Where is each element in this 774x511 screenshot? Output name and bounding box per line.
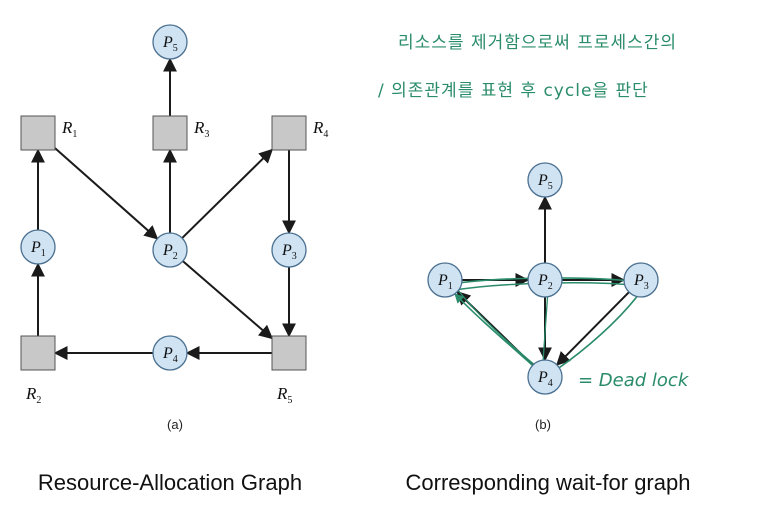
right-sublabel: (b) bbox=[535, 417, 551, 432]
left-process-p4: P4 bbox=[152, 335, 188, 371]
left-process-node-p1 bbox=[20, 229, 56, 265]
right-process-p1: P1 bbox=[427, 262, 463, 298]
right-process-node-p4 bbox=[527, 359, 563, 395]
right-process-node-p5 bbox=[527, 162, 563, 198]
left-resource-label-r3: R3 bbox=[193, 118, 209, 140]
annotation-deadlock: = Dead lock bbox=[578, 370, 690, 391]
left-resource-r5: R5 bbox=[271, 335, 307, 406]
left-process-p1: P1 bbox=[20, 229, 56, 265]
left-resource-r2: R2 bbox=[20, 335, 56, 406]
left-edges bbox=[31, 57, 296, 360]
left-edge-r1-to-p2 bbox=[54, 147, 159, 240]
left-process-node-p5 bbox=[152, 24, 188, 60]
right-process-p5: P5 bbox=[527, 162, 563, 198]
right-process-p2: P2 bbox=[527, 262, 563, 298]
left-resource-label-r1: R1 bbox=[61, 118, 77, 140]
right-caption: Corresponding wait-for graph bbox=[406, 470, 691, 495]
left-process-node-p2 bbox=[152, 232, 188, 268]
left-caption: Resource-Allocation Graph bbox=[38, 470, 302, 495]
left-resource-r3: R3 bbox=[152, 115, 209, 151]
left-resource-node-r3 bbox=[152, 115, 188, 151]
left-resource-label-r2: R2 bbox=[25, 384, 41, 406]
left-resource-node-r4 bbox=[271, 115, 307, 151]
left-resource-label-r5: R5 bbox=[276, 384, 292, 406]
annotation-line-2: / 의존관계를 표현 후 cycle을 판단 bbox=[378, 81, 649, 101]
left-process-p2: P2 bbox=[152, 232, 188, 268]
right-process-node-p1 bbox=[427, 262, 463, 298]
left-edge-p2-to-r5 bbox=[182, 260, 274, 340]
right-process-node-p2 bbox=[527, 262, 563, 298]
left-process-p3: P3 bbox=[271, 232, 307, 268]
right-edge-p3-to-p4 bbox=[555, 291, 630, 366]
left-resource-r4: R4 bbox=[271, 115, 328, 151]
right-process-p4: P4 bbox=[527, 359, 563, 395]
left-process-node-p4 bbox=[152, 335, 188, 371]
right-process-p3: P3 bbox=[623, 262, 659, 298]
left-process-p5: P5 bbox=[152, 24, 188, 60]
left-resource-r1: R1 bbox=[20, 115, 77, 151]
left-sublabel: (a) bbox=[167, 417, 183, 432]
left-process-node-p3 bbox=[271, 232, 307, 268]
left-resource-node-r2 bbox=[20, 335, 56, 371]
right-process-node-p3 bbox=[623, 262, 659, 298]
annotation-line-1: 리소스를 제거함으로써 프로세스간의 bbox=[398, 33, 677, 53]
left-edge-p2-to-r4 bbox=[181, 148, 273, 239]
left-resource-node-r1 bbox=[20, 115, 56, 151]
left-resource-label-r4: R4 bbox=[312, 118, 328, 140]
left-resource-node-r5 bbox=[271, 335, 307, 371]
